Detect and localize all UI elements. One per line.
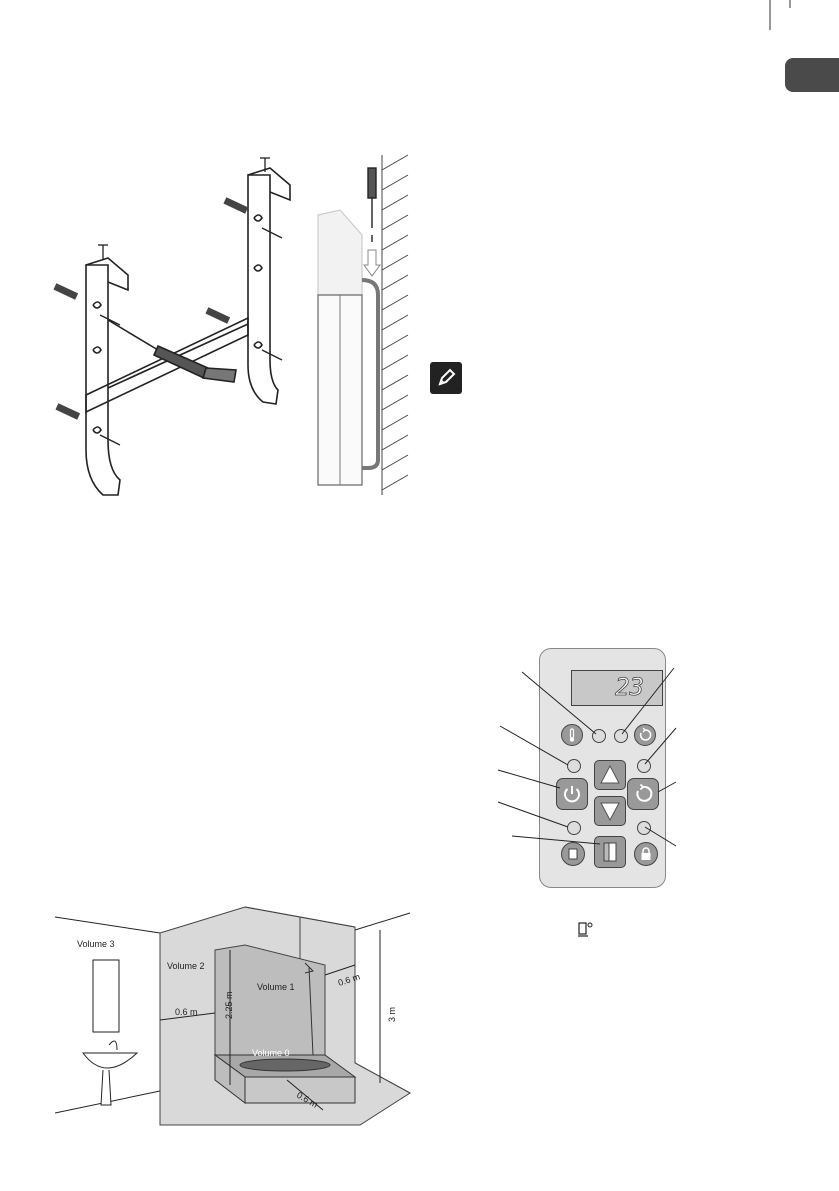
- thermometer-icon: [569, 728, 575, 742]
- timer-icon: [639, 727, 652, 741]
- label-dim-side: 0.6 m: [175, 1007, 198, 1017]
- crop-marks-top: [769, 0, 791, 30]
- bathroom-zones-diagram: Volume 3 Volume 2 Volume 1 Volume 0 0.6 …: [55, 906, 411, 1126]
- led-indicator: [637, 759, 651, 773]
- led-indicator: [567, 759, 581, 773]
- label-volume-0: Volume 0: [252, 1048, 290, 1058]
- up-button[interactable]: [594, 760, 626, 790]
- arrow-down-icon: [600, 802, 620, 822]
- mounting-bracket-illustration: [53, 157, 291, 496]
- led-indicator: [592, 729, 606, 743]
- window-open-button[interactable]: [594, 836, 626, 868]
- program-button[interactable]: [634, 724, 656, 746]
- window-small-button[interactable]: [561, 842, 585, 866]
- lock-button[interactable]: [634, 842, 658, 866]
- led-indicator: [567, 821, 581, 835]
- window-icon: [603, 842, 617, 862]
- arrow-up-icon: [600, 764, 620, 784]
- callout-lines: [497, 667, 677, 847]
- window-open-icon: [578, 922, 593, 937]
- language-tab: [785, 58, 839, 92]
- label-dim-room: 3 m: [387, 1007, 397, 1022]
- lock-icon: [641, 847, 651, 860]
- led-indicator: [614, 729, 628, 743]
- window-icon: [568, 848, 578, 860]
- language-tab-label: [785, 68, 795, 82]
- thermometer-button[interactable]: [561, 724, 583, 746]
- timer-icon: [636, 783, 653, 802]
- down-button[interactable]: [594, 796, 626, 826]
- timer-button[interactable]: [627, 778, 659, 810]
- power-button[interactable]: [556, 778, 588, 810]
- label-volume-1: Volume 1: [257, 982, 295, 992]
- label-dim-height: 2.25 m: [224, 991, 234, 1019]
- heater-wall-side-view: [317, 154, 409, 495]
- power-icon: [564, 786, 580, 803]
- display-value: 23: [615, 673, 645, 702]
- label-volume-2: Volume 2: [167, 961, 205, 971]
- label-volume-3: Volume 3: [77, 939, 115, 949]
- led-indicator: [637, 821, 651, 835]
- temperature-display: 23: [571, 670, 663, 706]
- pencil-icon: [430, 362, 462, 394]
